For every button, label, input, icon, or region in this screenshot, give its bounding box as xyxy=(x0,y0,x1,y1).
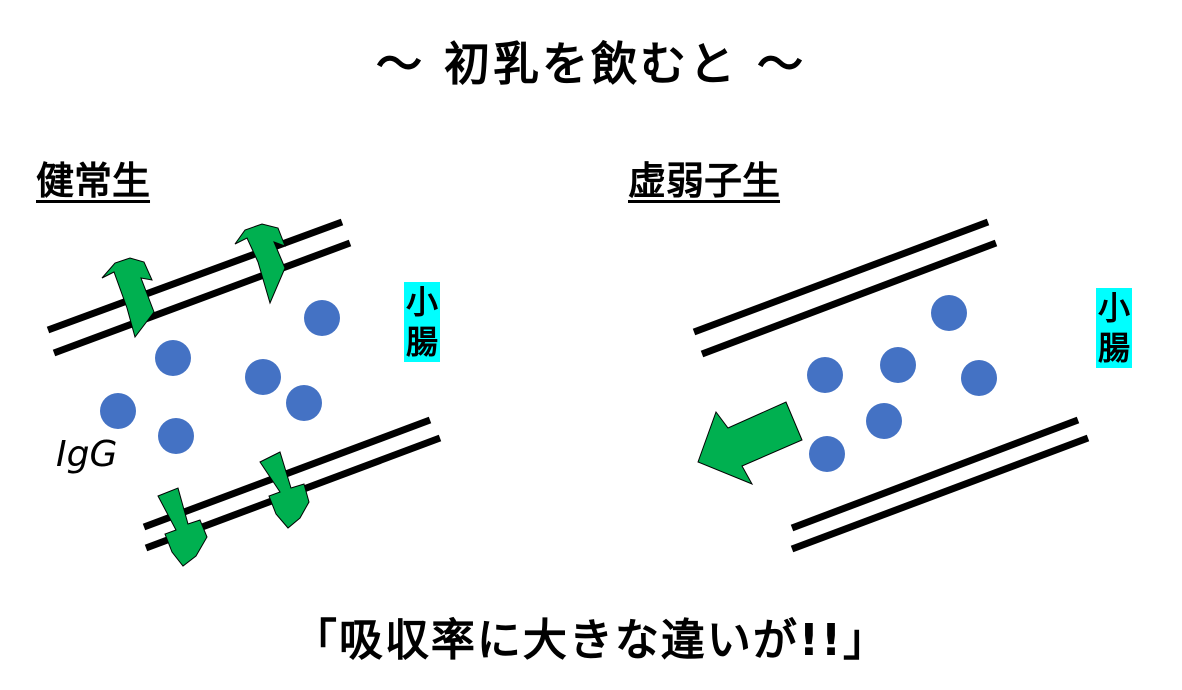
absorption-arrow-down xyxy=(259,451,310,529)
igg-dot xyxy=(304,300,340,336)
absorption-arrow-up xyxy=(101,257,155,339)
igg-dot xyxy=(286,385,322,421)
absorption-arrow-down xyxy=(157,487,208,567)
igg-dot xyxy=(807,357,843,393)
weak-igg-molecules xyxy=(807,295,997,472)
page-title: ～ 初乳を飲むと ～ xyxy=(375,37,807,91)
weak-small-intestine-label: 小腸 xyxy=(1096,288,1132,368)
igg-dot xyxy=(961,360,997,396)
absorption-arrow-up xyxy=(234,223,286,305)
healthy-calf-heading: 健常生 xyxy=(36,159,151,203)
weak-outflow-arrow xyxy=(697,401,803,485)
igg-dot xyxy=(931,295,967,331)
conclusion-text: 「吸収率に大きな違いが!!」 xyxy=(292,615,890,666)
healthy-small-intestine-label: 小腸 xyxy=(404,282,440,362)
healthy-absorption-arrows xyxy=(101,223,310,567)
igg-dot xyxy=(100,393,136,429)
igg-dot xyxy=(155,340,191,376)
weak-lower-wall xyxy=(790,416,1090,553)
igg-dot xyxy=(809,436,845,472)
igg-dot xyxy=(158,418,194,454)
healthy-upper-wall xyxy=(46,218,352,357)
igg-dot xyxy=(245,359,281,395)
igg-dot xyxy=(866,403,902,439)
weak-upper-wall xyxy=(692,218,998,358)
healthy-igg-molecules xyxy=(100,300,340,454)
igg-label: IgG xyxy=(56,434,118,475)
weak-calf-heading: 虚弱子生 xyxy=(628,159,781,203)
igg-dot xyxy=(880,347,916,383)
